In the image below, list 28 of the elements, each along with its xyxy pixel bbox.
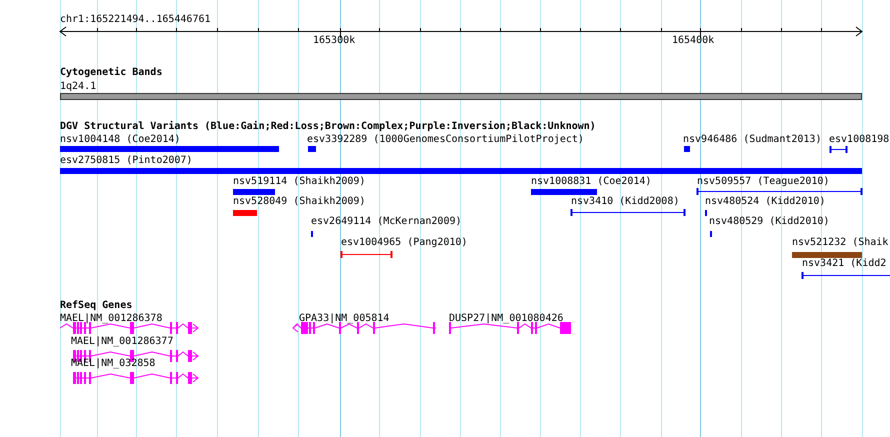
variant-label: nsv480529 (Kidd2010) bbox=[709, 216, 830, 228]
band-label: 1q24.1 bbox=[60, 81, 96, 93]
variant-label: esv1004965 (Pang2010) bbox=[341, 237, 468, 249]
scale-label: 165300k bbox=[313, 35, 356, 47]
variant-label: nsv528049 (Shaikh2009) bbox=[233, 196, 366, 208]
gene-label: MAEL|NM_001286377 bbox=[71, 336, 174, 348]
track-title: Cytogenetic Bands bbox=[60, 67, 162, 79]
variant-label: esv2750815 (Pinto2007) bbox=[60, 155, 192, 167]
variant-label: esv3392289 (1000GenomesConsortiumPilotProject) bbox=[307, 134, 584, 146]
gene-label: MAEL|NM_001286378 bbox=[60, 313, 162, 325]
variant-label: nsv3421 (Kidd2 bbox=[802, 258, 886, 270]
variant-label: nsv3410 (Kidd2008) bbox=[571, 196, 680, 208]
variant-label: esv1008198 bbox=[829, 134, 890, 146]
variant-label: nsv1008831 (Coe2014) bbox=[531, 176, 652, 188]
scale-label: chr1:165221494..165446761 bbox=[60, 14, 211, 26]
track-title: RefSeq Genes bbox=[60, 300, 132, 312]
variant-label: nsv1004148 (Coe2014) bbox=[60, 134, 180, 146]
variant-label: nsv521232 (Shaik bbox=[792, 237, 888, 249]
gene-label: MAEL|NM_032858 bbox=[71, 358, 156, 370]
variant-label: nsv519114 (Shaikh2009) bbox=[233, 176, 366, 188]
track-title: DGV Structural Variants (Blue:Gain;Red:Loss;Brown:Complex;Purple:Inversion;Black:Unknown) bbox=[60, 121, 596, 133]
gene-label: GPA33|NM_005814 bbox=[299, 313, 390, 325]
scale-label: 165400k bbox=[672, 35, 714, 47]
variant-label: esv2649114 (McKernan2009) bbox=[311, 216, 462, 228]
variant-label: nsv480524 (Kidd2010) bbox=[705, 196, 826, 208]
variant-label: nsv946486 (Sudmant2013) bbox=[683, 134, 822, 146]
gene-label: DUSP27|NM_001080426 bbox=[449, 313, 564, 325]
variant-label: nsv509557 (Teague2010) bbox=[697, 176, 830, 188]
